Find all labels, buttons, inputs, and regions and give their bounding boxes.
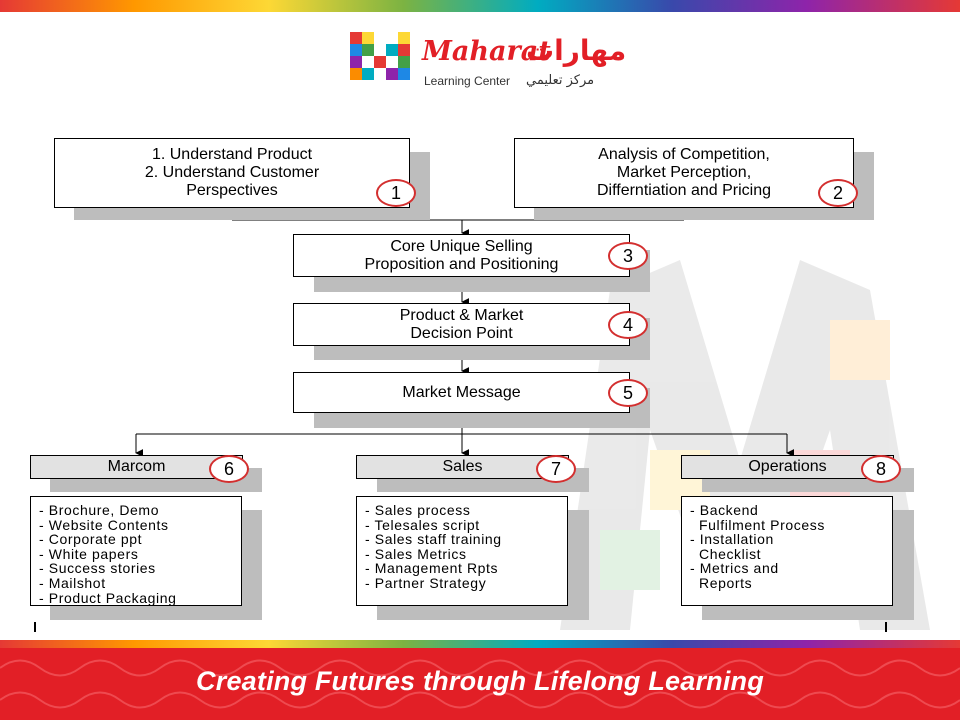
list-item: - Sales staff training <box>365 531 502 548</box>
logo-subtitle-ar: مركز تعليمي <box>526 73 595 88</box>
footer-tagline: Creating Futures through Lifelong Learni… <box>196 666 764 696</box>
box-1-line-2: 2. Understand Customer <box>144 164 320 181</box>
marcom-header: Marcom <box>30 455 243 479</box>
list-item: - Management Rpts <box>365 560 499 577</box>
list-item: - Sales process <box>365 502 471 518</box>
list-item: - Partner Strategy <box>365 574 487 591</box>
bottom-rainbow-bar <box>0 640 960 648</box>
step-number-8: 8 <box>861 455 901 483</box>
list-item: - Backend <box>690 502 759 518</box>
list-item: Checklist <box>690 545 762 562</box>
step-number-7: 7 <box>536 455 576 483</box>
step-number-4: 4 <box>608 311 648 339</box>
operations-header: Operations <box>681 455 894 479</box>
box-core-usp: Core Unique Selling Proposition and Posi… <box>293 234 630 277</box>
logo-name-ar: مهارات <box>526 34 627 67</box>
list-item: Reports <box>690 574 753 591</box>
list-item: - White papers <box>39 545 139 562</box>
box-market-message: Market Message <box>293 372 630 413</box>
list-item: - Corporate ppt <box>39 531 143 548</box>
puzzle-m-logo-icon <box>350 32 410 80</box>
box-1-line-1: 1. Understand Product <box>151 146 313 163</box>
marcom-list: - Brochure, Demo - Website Contents - Co… <box>30 496 242 606</box>
list-item: - Telesales script <box>365 516 480 533</box>
box-3-line-1: Core Unique Selling <box>390 237 533 255</box>
sales-list: - Sales process - Telesales script - Sal… <box>356 496 568 606</box>
footer-banner: Creating Futures through Lifelong Learni… <box>0 648 960 720</box>
step-number-3: 3 <box>608 242 648 270</box>
puzzle-pattern-icon <box>0 659 960 709</box>
list-item: - Website Contents <box>39 516 169 533</box>
logo: Maharat مهارات Learning Center مركز تعلي… <box>348 28 626 92</box>
step-number-1: 1 <box>376 179 416 207</box>
box-1-line-3: Perspectives <box>186 182 278 199</box>
logo-name-en: Maharat <box>422 36 551 67</box>
list-item: - Sales Metrics <box>365 545 467 562</box>
list-item: - Metrics and <box>690 560 779 577</box>
top-rainbow-bar <box>0 0 960 12</box>
box-4-line-1: Product & Market <box>399 306 524 324</box>
list-item: - Mailshot <box>39 574 106 591</box>
step-number-6: 6 <box>209 455 249 483</box>
step-number-2: 2 <box>818 179 858 207</box>
box-competition-analysis: Analysis of Competition, Market Percepti… <box>514 138 854 208</box>
operations-list: - Backend Fulfilment Process - Installat… <box>681 496 893 606</box>
box-decision-point: Product & Market Decision Point <box>293 303 630 346</box>
list-item: - Success stories <box>39 560 156 577</box>
box-3-line-2: Proposition and Positioning <box>364 255 559 273</box>
box-understand-product: 1. Understand Product 2. Understand Cust… <box>54 138 410 208</box>
list-item: Fulfilment Process <box>690 516 825 533</box>
step-number-5: 5 <box>608 379 648 407</box>
box-4-line-2: Decision Point <box>410 324 513 342</box>
box-5-line-1: Market Message <box>402 383 521 401</box>
box-2-line-3: Differntiation and Pricing <box>596 182 772 199</box>
logo-subtitle-en: Learning Center <box>424 74 511 88</box>
list-item: - Brochure, Demo <box>39 502 160 518</box>
list-item: - Installation <box>690 531 774 548</box>
box-2-line-2: Market Perception, <box>616 164 752 181</box>
list-item: - Product Packaging <box>39 589 177 606</box>
sales-header: Sales <box>356 455 569 479</box>
box-2-line-1: Analysis of Competition, <box>598 146 770 163</box>
